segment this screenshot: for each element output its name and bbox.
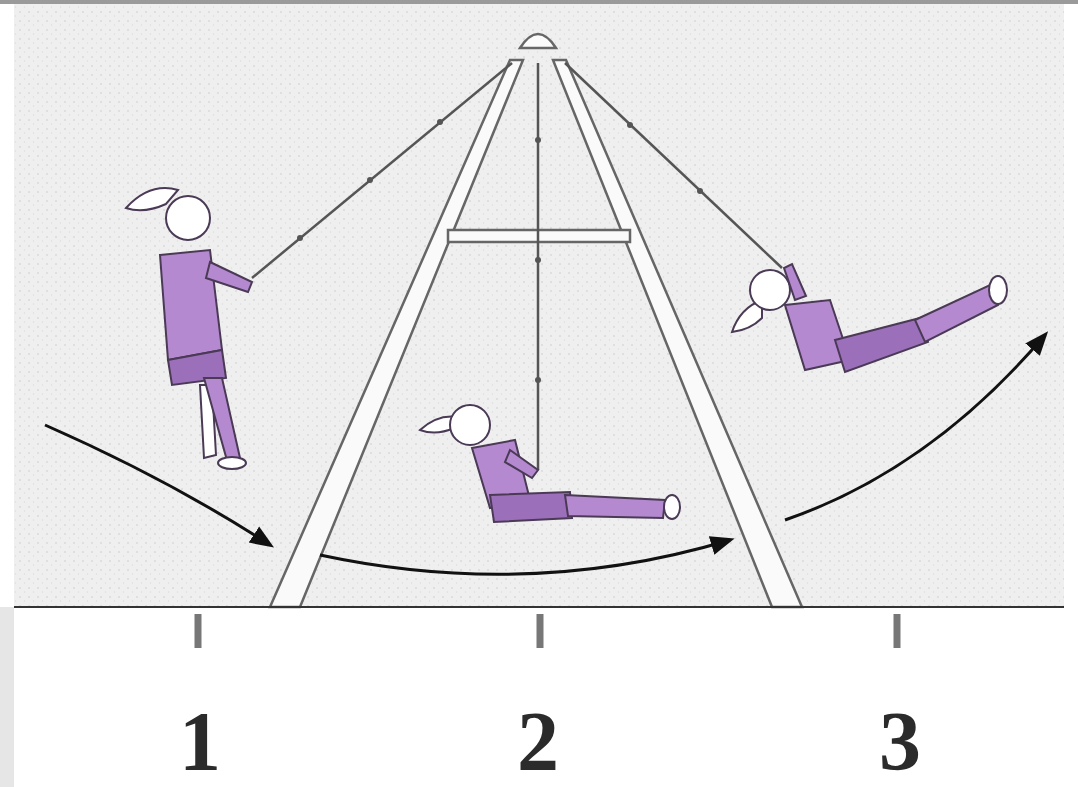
position-number: 3 (879, 700, 921, 784)
position-number: 2 (517, 700, 559, 784)
position-number: 1 (179, 700, 221, 784)
